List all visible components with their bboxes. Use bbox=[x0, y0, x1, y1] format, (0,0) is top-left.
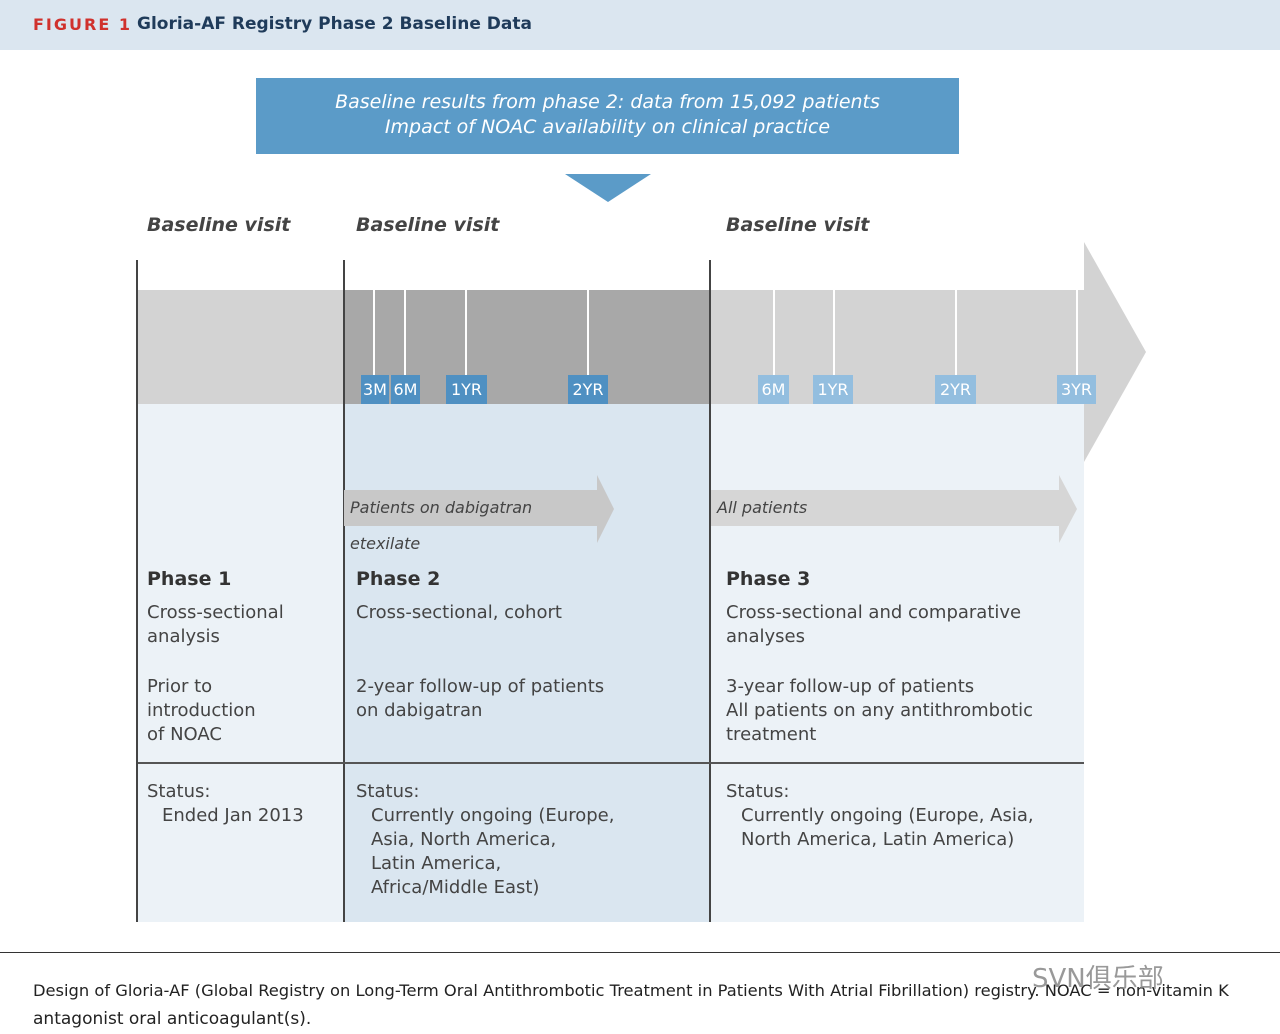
baseline-visit-label-phase2: Baseline visit bbox=[356, 214, 500, 236]
phase3-status-label: Status: bbox=[726, 781, 790, 802]
phase-divider bbox=[136, 260, 138, 922]
phase3-status: Currently ongoing (Europe, Asia, North A… bbox=[741, 805, 1034, 850]
tick-badge-6m: 6M bbox=[758, 375, 789, 404]
baseline-visit-label-phase1: Baseline visit bbox=[147, 214, 291, 236]
tick-line bbox=[465, 290, 467, 376]
tick-badge-3m: 3M bbox=[361, 375, 389, 404]
status-divider bbox=[138, 762, 1084, 764]
phase3-arrowhead-icon bbox=[1059, 475, 1077, 543]
tick-line bbox=[587, 290, 589, 376]
watermark: SVN俱乐部 bbox=[1032, 964, 1164, 994]
down-arrow-icon bbox=[565, 174, 651, 202]
phase2-status-label: Status: bbox=[356, 781, 420, 802]
phase2-arrowhead-icon bbox=[597, 475, 614, 543]
phase-divider bbox=[709, 260, 711, 922]
tick-badge-2yr: 2YR bbox=[568, 375, 608, 404]
phase2-title: Phase 2 bbox=[356, 568, 441, 590]
phase1-detail: Prior to introduction of NOAC bbox=[147, 676, 256, 745]
phase1-design: Cross-sectional analysis bbox=[147, 602, 284, 647]
phase2-patients-arrow: Patients on dabigatran etexilate bbox=[344, 490, 597, 553]
figure-header bbox=[0, 0, 1280, 50]
tick-line bbox=[955, 290, 957, 376]
figure-label: FIGURE 1 bbox=[33, 15, 132, 34]
phase2-design: Cross-sectional, cohort bbox=[356, 602, 562, 623]
phase2-detail: 2-year follow-up of patients on dabigatr… bbox=[356, 676, 605, 721]
tick-line bbox=[1076, 290, 1078, 376]
phase1-panel bbox=[138, 404, 344, 922]
phase-divider bbox=[343, 260, 345, 922]
phase1-status-label: Status: bbox=[147, 781, 211, 802]
tick-badge-1yr: 1YR bbox=[446, 375, 487, 404]
phase1-title: Phase 1 bbox=[147, 568, 232, 590]
tick-badge-1yr: 1YR bbox=[813, 375, 853, 404]
phase2-status: Currently ongoing (Europe, Asia, North A… bbox=[371, 805, 615, 898]
banner-line-1: Baseline results from phase 2: data from… bbox=[335, 91, 880, 113]
tick-line bbox=[404, 290, 406, 376]
caption-rule bbox=[0, 952, 1280, 953]
tick-line bbox=[833, 290, 835, 376]
phase3-title: Phase 3 bbox=[726, 568, 811, 590]
phase3-design: Cross-sectional and comparative analyses bbox=[726, 602, 1022, 647]
figure-title: Gloria-AF Registry Phase 2 Baseline Data bbox=[137, 14, 532, 34]
timeline-band-phase1 bbox=[138, 290, 344, 404]
phase3-patients-arrow: All patients bbox=[711, 490, 1059, 526]
figure-caption: Design of Gloria-AF (Global Registry on … bbox=[33, 981, 1229, 1029]
tick-badge-6m: 6M bbox=[391, 375, 420, 404]
tick-line bbox=[373, 290, 375, 376]
timeline-arrowhead-icon bbox=[1084, 242, 1146, 462]
phase3-detail: 3-year follow-up of patients All patient… bbox=[726, 676, 1034, 745]
phase1-status: Ended Jan 2013 bbox=[162, 805, 304, 826]
banner-line-2: Impact of NOAC availability on clinical … bbox=[384, 116, 831, 138]
results-banner: Baseline results from phase 2: data from… bbox=[256, 78, 959, 154]
tick-line bbox=[773, 290, 775, 376]
tick-badge-3yr: 3YR bbox=[1057, 375, 1096, 404]
baseline-visit-label-phase3: Baseline visit bbox=[726, 214, 870, 236]
tick-badge-2yr: 2YR bbox=[935, 375, 976, 404]
